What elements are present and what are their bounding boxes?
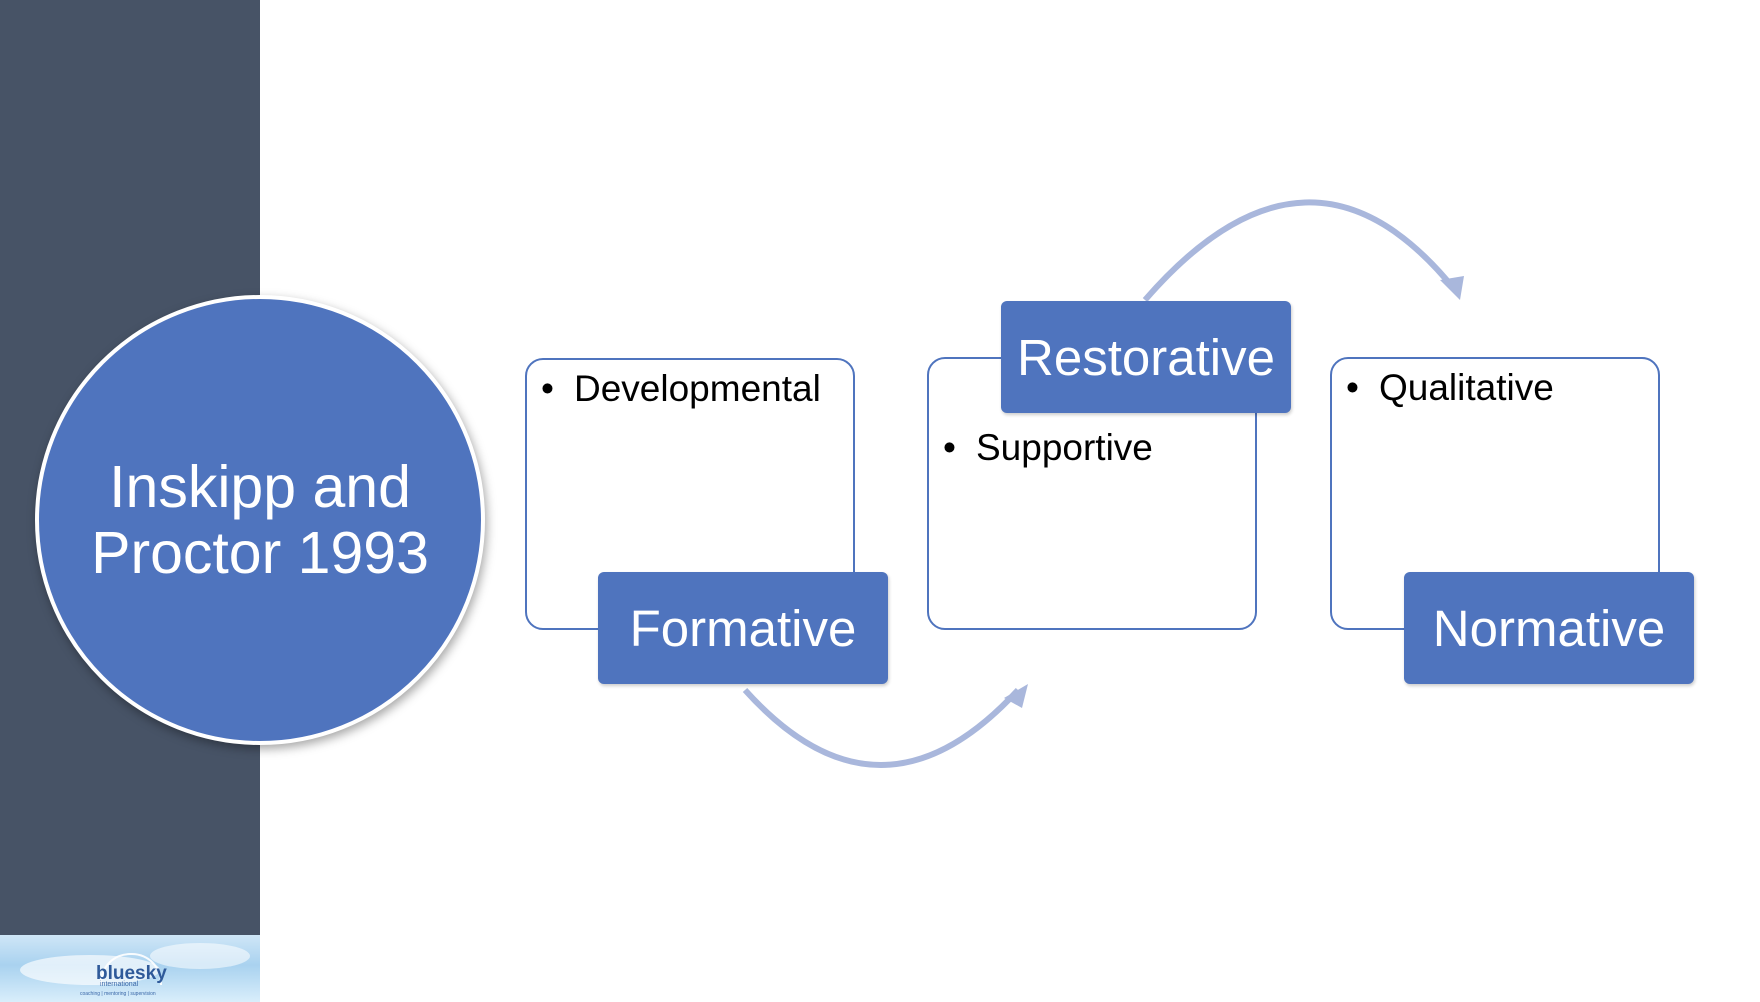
- arrow-restorative-to-normative: [1142, 199, 1458, 302]
- central-circle: Inskipp and Proctor 1993: [35, 295, 485, 745]
- label-restorative: Restorative: [1001, 301, 1291, 413]
- label-normative: Normative: [1404, 572, 1694, 684]
- arrowhead-icon: [1004, 684, 1028, 708]
- logo-wordmark: bluesky: [96, 963, 167, 984]
- bullet-item: Developmental: [541, 368, 821, 410]
- bullet-item: Qualitative: [1346, 367, 1554, 409]
- arrowhead-icon: [1440, 276, 1464, 300]
- arrow-formative-to-restorative: [742, 687, 1021, 768]
- label-formative: Formative: [598, 572, 888, 684]
- logo-banner: bluesky international coaching | mentori…: [0, 935, 260, 1002]
- cloud-decoration: [150, 943, 250, 969]
- logo-tagline: coaching | mentoring | supervision: [80, 991, 156, 997]
- central-circle-text: Inskipp and Proctor 1993: [91, 454, 429, 586]
- logo-subtitle: international: [100, 981, 139, 988]
- bullet-item: Supportive: [943, 427, 1153, 469]
